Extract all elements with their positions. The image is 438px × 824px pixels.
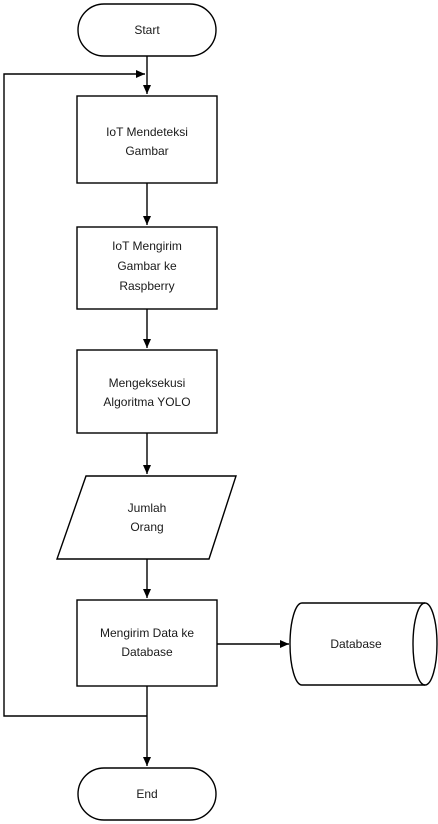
process-send-image: IoT Mengirim Gambar ke Raspberry: [76, 226, 218, 310]
process-detect-image-line1: IoT Mendeteksi: [106, 125, 188, 139]
loop-back-line: [3, 70, 147, 717]
process-send-data: Mengirim Data ke Database: [76, 599, 218, 687]
process-send-image-line1: IoT Mengirim: [112, 239, 182, 253]
start-label: Start: [134, 23, 160, 37]
start-terminator: Start: [77, 3, 217, 57]
process-send-image-line2: Gambar ke: [117, 259, 177, 273]
process-run-yolo-line1: Mengeksekusi: [109, 376, 186, 390]
data-people-count: Jumlah Orang: [56, 475, 237, 560]
process-run-yolo-line2: Algoritma YOLO: [103, 395, 190, 409]
process-detect-image-line2: Gambar: [125, 144, 168, 158]
end-terminator: End: [77, 767, 217, 821]
process-send-data-line1: Mengirim Data ke: [100, 626, 194, 640]
database-label: Database: [330, 637, 382, 651]
process-run-yolo: Mengeksekusi Algoritma YOLO: [76, 349, 218, 434]
data-people-count-line1: Jumlah: [128, 501, 167, 515]
end-label: End: [136, 787, 157, 801]
process-detect-image: IoT Mendeteksi Gambar: [76, 95, 218, 184]
process-send-image-line3: Raspberry: [119, 279, 174, 293]
data-people-count-line2: Orang: [130, 520, 163, 534]
process-send-data-line2: Database: [121, 645, 173, 659]
connectors: [3, 56, 289, 766]
database-storage: Database: [289, 602, 438, 686]
